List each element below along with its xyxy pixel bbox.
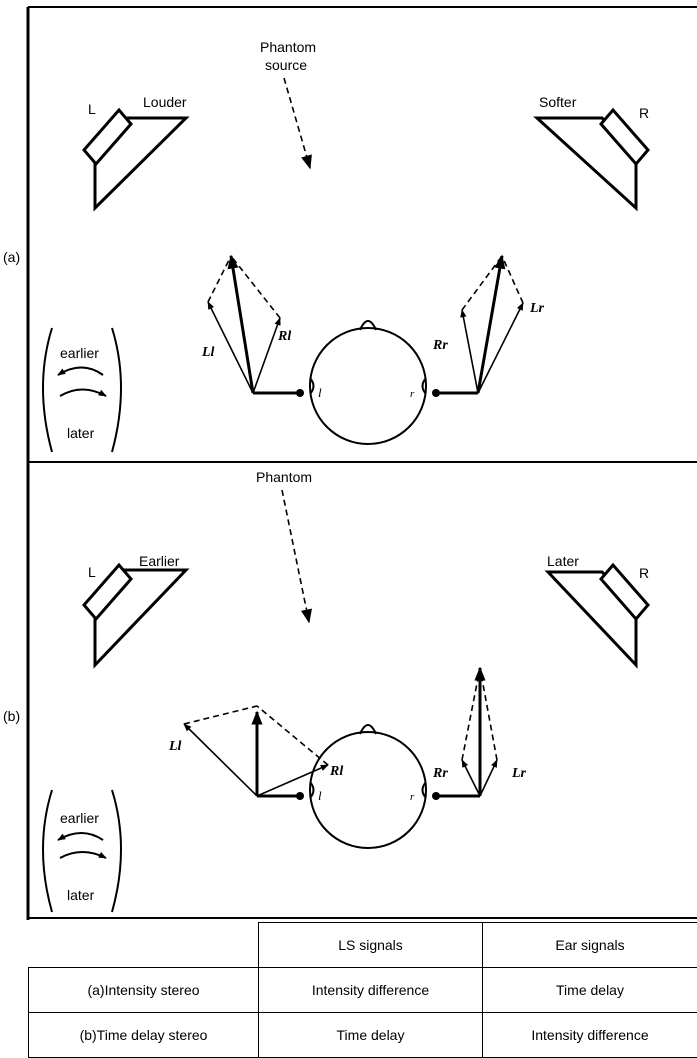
left-ear-vector-group [208, 256, 304, 397]
left-ear-vector-group-b [184, 706, 328, 800]
legend-later-label: later [67, 425, 95, 441]
phantom-direction-arrow [284, 78, 310, 168]
ear-l-label-b: l [318, 788, 322, 803]
panel-b-label: (b) [3, 708, 20, 724]
vector-Ll-label-b: Ll [168, 739, 182, 754]
listener-head-icon-b [310, 725, 426, 848]
phantom-source-label-line1: Phantom [260, 39, 316, 55]
right-speaker-icon-b [548, 565, 648, 665]
table-cell: (a)Intensity stereo [29, 968, 259, 1013]
listener-head-icon [310, 321, 426, 444]
vector-Ll-label: Ll [201, 345, 215, 360]
vector-Rl-label: Rl [277, 329, 291, 344]
phantom-direction-arrow-b [282, 490, 309, 622]
legend-earlier-label-b: earlier [60, 810, 99, 826]
vector-Lr-label: Lr [529, 301, 545, 316]
table-header-ear-signals: Ear signals [483, 923, 697, 968]
panel-b: (b) Phantom L Earlier R Later l r [3, 469, 649, 912]
right-speaker-note: Softer [539, 94, 577, 110]
legend-later-label-b: later [67, 887, 95, 903]
vector-Rr-label: Rr [432, 338, 448, 353]
right-speaker-label: R [639, 105, 649, 121]
ear-l-label: l [318, 385, 322, 400]
vector-Lr-label-b: Lr [511, 766, 527, 781]
table-row: (b)Time delay stereo Time delay Intensit… [29, 1013, 697, 1058]
left-speaker-label: L [88, 101, 96, 117]
left-speaker-icon [84, 110, 186, 208]
legend-earlier-label: earlier [60, 345, 99, 361]
phantom-label: Phantom [256, 469, 312, 485]
right-ear-vector-group [432, 256, 523, 397]
left-speaker-note: Louder [143, 94, 187, 110]
ear-r-label: r [410, 388, 415, 400]
table-cell: Time delay [483, 968, 697, 1013]
right-speaker-note-b: Later [547, 553, 579, 569]
vector-Rl-label-b: Rl [329, 764, 343, 779]
table-corner-cell [29, 923, 259, 968]
table-cell: Intensity difference [259, 968, 483, 1013]
right-speaker-label-b: R [639, 565, 649, 581]
left-speaker-label-b: L [88, 564, 96, 580]
vector-Rr-label-b: Rr [432, 766, 448, 781]
panel-a: (a) Phantom source L Louder R Softer l r [3, 39, 649, 452]
left-speaker-note-b: Earlier [139, 553, 180, 569]
table-header-row: LS signals Ear signals [29, 923, 697, 968]
left-speaker-icon-b [84, 565, 186, 665]
table-row: (a)Intensity stereo Intensity difference… [29, 968, 697, 1013]
phantom-source-label-line2: source [265, 57, 307, 73]
table-cell: (b)Time delay stereo [29, 1013, 259, 1058]
stereo-diagram: (a) Phantom source L Louder R Softer l r [0, 0, 697, 922]
panel-a-label: (a) [3, 249, 20, 265]
right-speaker-icon [537, 110, 648, 208]
ear-r-label-b: r [410, 791, 415, 803]
table-cell: Time delay [259, 1013, 483, 1058]
table-header-ls-signals: LS signals [259, 923, 483, 968]
table-cell: Intensity difference [483, 1013, 697, 1058]
comparison-table: LS signals Ear signals (a)Intensity ster… [28, 922, 697, 1058]
